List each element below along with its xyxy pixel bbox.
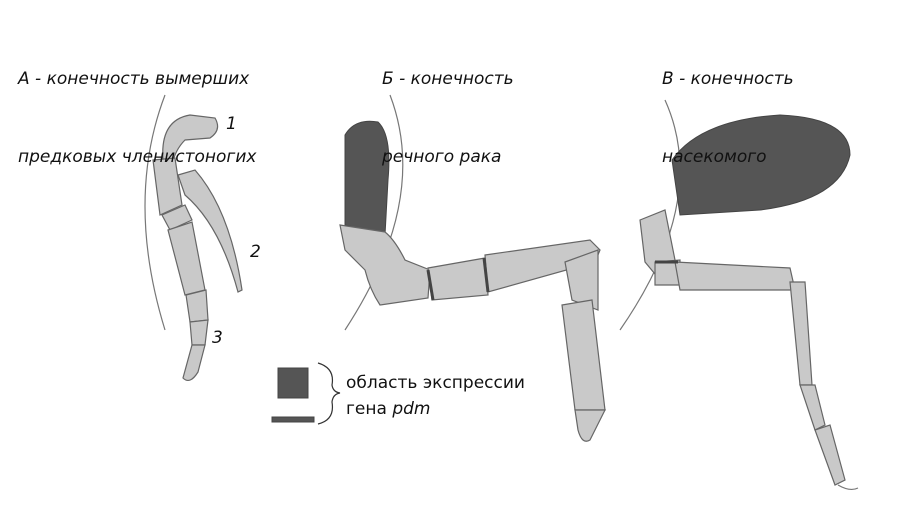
insect-limb xyxy=(619,99,859,491)
label-2: 2 xyxy=(250,242,261,262)
ancestral-limb xyxy=(144,94,243,382)
panel-b-title: Б - конечность речного рака xyxy=(382,14,514,196)
gene-name: pdm xyxy=(392,399,431,419)
insect-wing xyxy=(671,114,851,216)
legend-text: область экспрессии гена pdm xyxy=(346,370,525,422)
panel-a-title: А - конечность вымерших предковых членис… xyxy=(18,14,256,196)
legend-line1: область экспрессии xyxy=(346,373,525,393)
panel-c-title-line2: насекомого xyxy=(662,147,767,167)
expression-region-b xyxy=(344,120,390,236)
legend-line2-prefix: гена xyxy=(346,399,393,419)
label-3: 3 xyxy=(212,328,223,348)
legend-area-swatch xyxy=(277,367,309,399)
label-1: 1 xyxy=(226,114,237,134)
panel-b-title-line2: речного рака xyxy=(382,147,502,167)
panel-a-title-line1: А - конечность вымерших xyxy=(18,69,250,89)
panel-c-title-line1: В - конечность xyxy=(662,69,794,89)
panel-a-title-line2: предковых членистоногих xyxy=(18,147,257,167)
legend-brace xyxy=(317,362,341,425)
legend-line2: гена pdm xyxy=(346,396,525,422)
crayfish-limb xyxy=(339,94,606,442)
legend-line-swatch xyxy=(271,416,315,423)
panel-c-title: В - конечность насекомого xyxy=(662,14,794,196)
panel-b-title-line1: Б - конечность xyxy=(382,69,514,89)
